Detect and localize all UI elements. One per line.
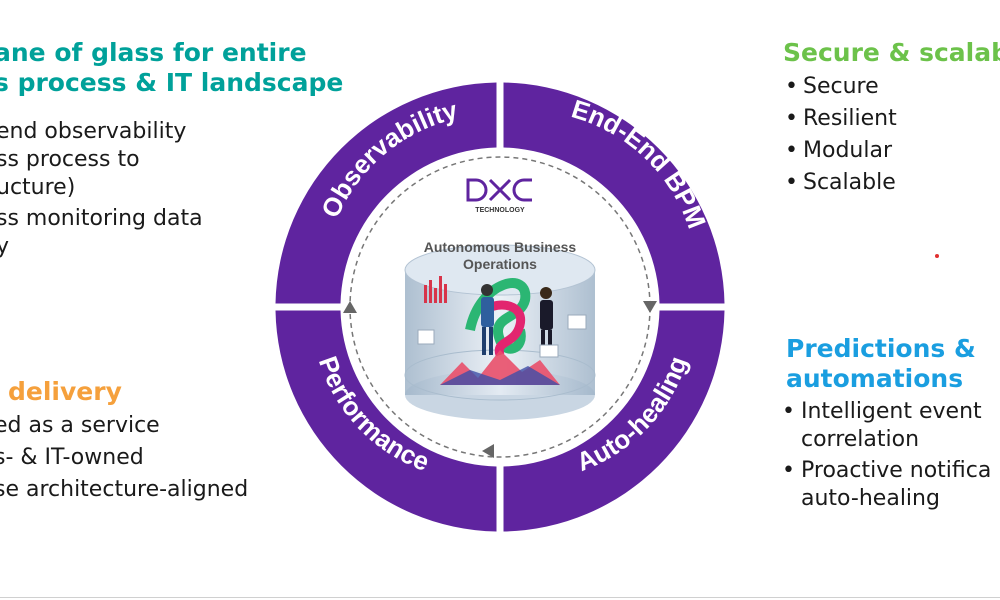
left-top-line-3: ucture)	[0, 175, 76, 200]
right-top-heading: Secure & scalab	[783, 38, 1000, 67]
segment-observability[interactable]	[275, 82, 497, 304]
left-bottom-heading: delivery	[8, 377, 122, 406]
left-top-line-5: y	[0, 234, 10, 259]
cycle-arrow-right-icon	[643, 301, 657, 313]
cycle-arrow-bottom-icon	[482, 444, 494, 458]
left-bottom-line-2: s- & IT-owned	[0, 445, 144, 470]
cycle-arrow-left-icon	[343, 301, 357, 313]
right-top-list: Secure Resilient Modular Scalable	[785, 71, 897, 199]
dxc-logo	[466, 178, 532, 202]
right-bottom-item-1-line2: correlation	[801, 427, 920, 452]
left-top-heading-line2: s process & IT landscape	[0, 68, 344, 97]
segment-performance[interactable]	[275, 310, 497, 532]
list-item: Modular	[785, 135, 897, 167]
right-bottom-heading-line2: automations	[786, 364, 964, 393]
right-bottom-heading-line1: Predictions &	[786, 334, 976, 363]
center-title-line2: Operations	[463, 256, 537, 272]
dxc-logo-subtitle: TECHNOLOGY	[475, 207, 525, 214]
left-top-line-4: ss monitoring data	[0, 206, 203, 231]
right-bottom-item-1-line1: Intelligent event	[801, 399, 982, 424]
right-bottom-item-2-line1: Proactive notifica	[801, 458, 992, 483]
bottom-divider	[0, 597, 1000, 598]
left-bottom-line-3: se architecture-aligned	[0, 477, 249, 502]
center-title-line1: Autonomous Business	[424, 239, 577, 255]
left-top-line-1: end observability	[0, 119, 187, 144]
right-bottom-bullet-1-icon: •	[782, 399, 795, 424]
left-top-heading-line1: ane of glass for entire	[0, 38, 307, 67]
left-bottom-line-1: ed as a service	[0, 413, 160, 438]
list-item: Resilient	[785, 103, 897, 135]
segment-auto-healing[interactable]	[503, 310, 725, 532]
list-item: Secure	[785, 71, 897, 103]
list-item: Scalable	[785, 167, 897, 199]
ring-segments	[275, 82, 725, 532]
platform-illustration	[404, 244, 596, 420]
red-dot-marker	[935, 254, 939, 258]
left-top-line-2: ss process to	[0, 147, 140, 172]
right-bottom-bullet-2-icon: •	[782, 458, 795, 483]
segment-end-end-bpm[interactable]	[503, 82, 725, 304]
right-bottom-item-2-line2: auto-healing	[801, 486, 940, 511]
